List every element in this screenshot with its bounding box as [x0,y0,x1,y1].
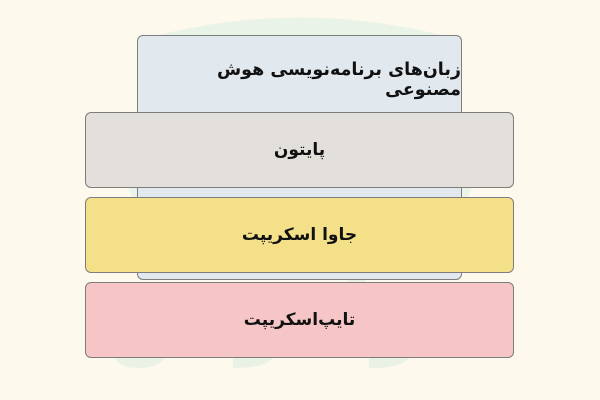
item-box-javascript: جاوا اسکریپت [85,197,514,273]
diagram-title: زبان‌های برنامه‌نویسی هوش مصنوعی [216,60,461,100]
item-box-python: پایتون [85,112,514,188]
item-label-python: پایتون [273,140,326,160]
item-label-typescript: تایپ‌اسکریپت [243,310,356,330]
item-box-typescript: تایپ‌اسکریپت [85,282,514,358]
item-label-javascript: جاوا اسکریپت [241,225,358,245]
